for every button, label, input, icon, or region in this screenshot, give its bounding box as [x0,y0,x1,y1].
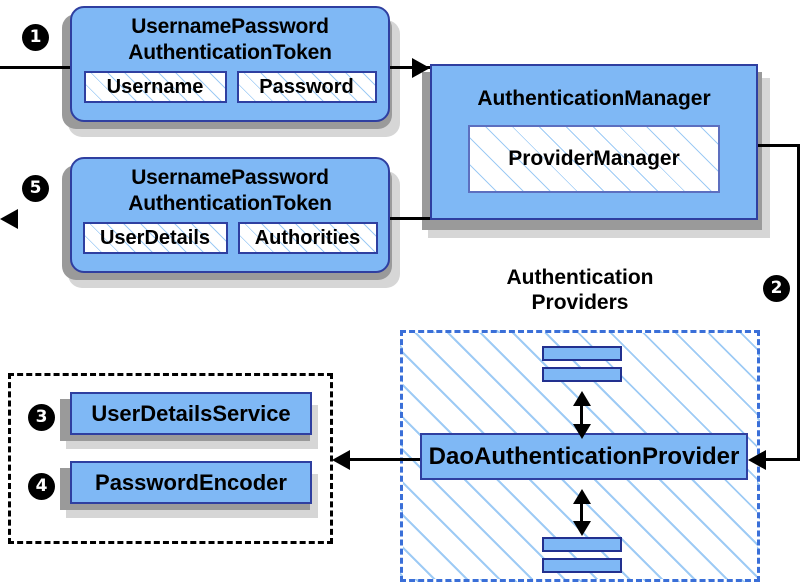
badge-step-3: 3 [28,404,55,431]
authentication-manager-title: AuthenticationManager [477,87,711,110]
provider-placeholder-top-2 [542,367,622,382]
arrowhead-provider-link-top-up [573,391,591,406]
arrowhead-into-dao-provider [748,450,766,470]
authentication-providers-title: Authentication Providers [430,265,730,315]
provider-placeholder-bottom-1 [542,537,622,552]
services-container [8,373,333,544]
badge-step-1: 1 [22,24,49,51]
response-token-title-line1: UsernamePassword [131,166,329,189]
dao-authentication-provider-box[interactable]: DaoAuthenticationProvider [420,433,748,480]
providers-title-line2: Providers [531,291,629,314]
response-token-title: UsernamePassword AuthenticationToken [128,165,332,217]
connector-dao-to-services [348,458,420,461]
request-token-title: UsernamePassword AuthenticationToken [128,14,332,66]
response-token-title-line2: AuthenticationToken [128,192,332,215]
request-token-title-line1: UsernamePassword [131,15,329,38]
badge-step-4: 4 [28,473,55,500]
providers-title-line1: Authentication [506,266,654,289]
provider-manager-panel[interactable]: ProviderManager [468,125,720,193]
arrowhead-outgoing-response [0,209,18,229]
request-token-fields: Username Password [83,71,377,103]
badge-step-5: 5 [22,175,49,202]
provider-placeholder-top-1 [542,346,622,361]
connector-provider-link-top [580,395,583,428]
provider-placeholder-bottom-2 [542,558,622,573]
connector-into-dao-provider [762,458,800,461]
response-token-box[interactable]: UsernamePassword AuthenticationToken Use… [70,157,390,273]
connector-manager-right-segment [757,144,800,147]
connector-provider-link-bottom [580,493,583,525]
connector-token-to-manager [385,66,430,69]
arrowhead-provider-link-bottom-up [573,489,591,504]
field-username[interactable]: Username [83,71,227,103]
field-authorities[interactable]: Authorities [237,222,378,254]
field-password[interactable]: Password [236,71,377,103]
connector-manager-down-segment [797,144,800,460]
arrowhead-dao-to-services [332,450,350,470]
response-token-fields: UserDetails Authorities [82,222,378,254]
request-token-box[interactable]: UsernamePassword AuthenticationToken Use… [70,6,390,122]
arrowhead-provider-link-top-down [573,424,591,439]
field-userdetails[interactable]: UserDetails [82,222,228,254]
passwordencoder-box[interactable]: PasswordEncoder [70,461,312,504]
arrowhead-provider-link-bottom-down [573,521,591,536]
request-token-title-line2: AuthenticationToken [128,41,332,64]
arrowhead-token-to-manager [412,58,430,78]
badge-step-2: 2 [763,275,790,302]
userdetailsservice-box[interactable]: UserDetailsService [70,392,312,435]
connector-incoming-request [0,66,90,69]
